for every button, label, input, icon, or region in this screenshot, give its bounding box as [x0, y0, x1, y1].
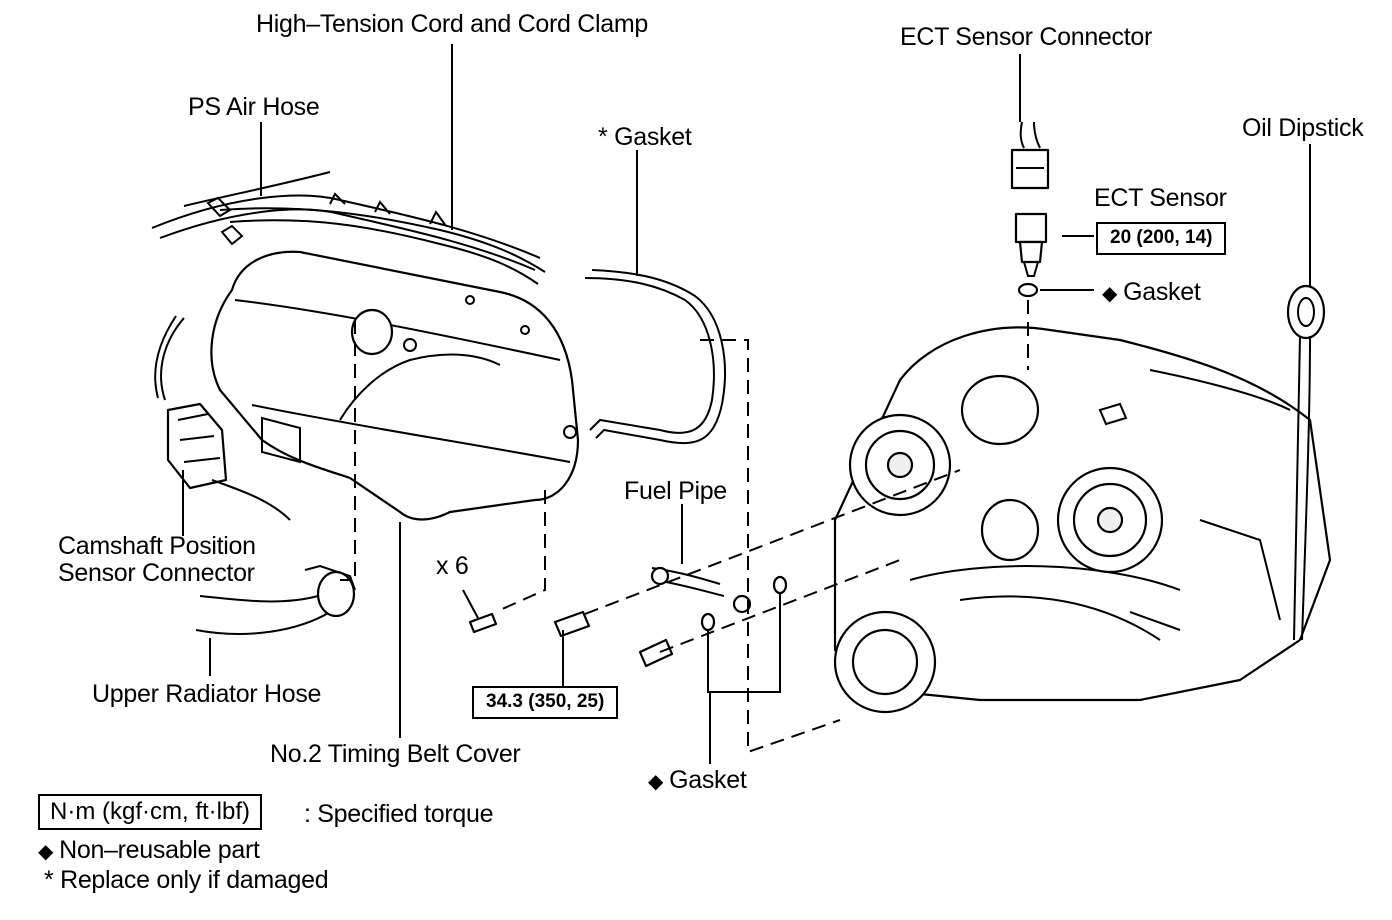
- gasket-ect-text: Gasket: [1123, 278, 1201, 306]
- label-ect-sensor: ECT Sensor: [1094, 184, 1227, 212]
- label-ps-air-hose: PS Air Hose: [188, 93, 320, 121]
- label-gasket-star: * Gasket: [598, 123, 692, 151]
- legend-non-reusable-text: Non–reusable part: [59, 836, 260, 864]
- leader-lines: [182, 44, 1311, 764]
- oil-dipstick: [1286, 284, 1326, 641]
- label-x6: x 6: [436, 552, 469, 580]
- legend-torque-desc: : Specified torque: [304, 800, 494, 828]
- camshaft-sensor-connector: [154, 315, 291, 521]
- alignment-lines: [340, 300, 1029, 754]
- label-upper-radiator-hose: Upper Radiator Hose: [92, 680, 322, 708]
- high-tension-cords: [151, 171, 546, 285]
- engine-assembly: [833, 326, 1332, 714]
- cover-gasket: [584, 269, 726, 444]
- label-camshaft-2: Sensor Connector: [58, 559, 255, 587]
- gasket-fuel-text: Gasket: [669, 766, 747, 794]
- label-fuel-pipe: Fuel Pipe: [624, 477, 727, 505]
- legend-non-reusable: ◆Non–reusable part: [38, 838, 260, 863]
- label-ect-sensor-connector: ECT Sensor Connector: [900, 23, 1152, 51]
- ect-sensor-parts: [1010, 121, 1050, 298]
- label-camshaft-1: Camshaft Position: [58, 532, 256, 560]
- timing-belt-cover: [210, 250, 580, 521]
- torque-box-bolt: 34.3 (350, 25): [472, 686, 619, 719]
- legend-replace: * Replace only if damaged: [44, 866, 329, 894]
- diamond-icon: ◆: [1102, 283, 1118, 305]
- upper-radiator-hose: [195, 564, 356, 635]
- diamond-icon: ◆: [38, 841, 54, 863]
- bolts-and-fuel-pipe: [468, 566, 788, 668]
- label-timing-belt-cover: No.2 Timing Belt Cover: [270, 740, 521, 768]
- label-gasket-fuel: ◆Gasket: [648, 768, 747, 793]
- torque-box-ect: 20 (200, 14): [1096, 222, 1227, 255]
- legend-torque-box: N·m (kgf·cm, ft·lbf): [38, 794, 262, 831]
- label-oil-dipstick: Oil Dipstick: [1242, 114, 1364, 142]
- label-high-tension-cord: High–Tension Cord and Cord Clamp: [256, 10, 648, 38]
- diamond-icon: ◆: [648, 771, 664, 793]
- label-gasket-ect: ◆Gasket: [1102, 280, 1201, 305]
